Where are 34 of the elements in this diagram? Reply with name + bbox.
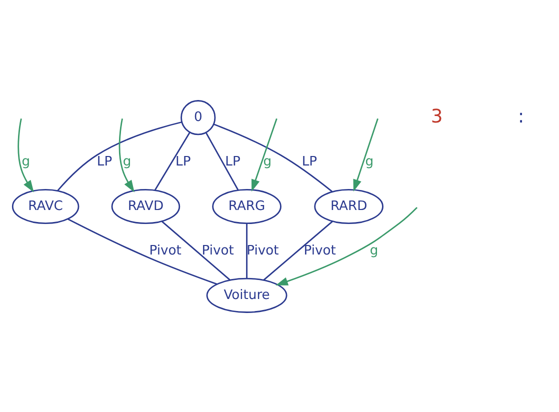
edge-label: LP <box>225 154 240 170</box>
node-ellipse: RAVC <box>12 188 80 224</box>
edge-label: LP <box>302 154 318 170</box>
edge-label: g <box>370 242 378 258</box>
edge-label: Pivot <box>304 242 336 258</box>
arrow <box>353 118 378 192</box>
edge-label: Pivot <box>149 242 182 258</box>
connector <box>68 218 218 284</box>
node-ellipse: RARG <box>212 188 282 224</box>
connector <box>162 220 230 280</box>
connector <box>214 123 333 192</box>
edge-label: g <box>22 154 30 170</box>
node-circle: 0 <box>180 100 216 135</box>
node-ellipse: Voiture <box>206 277 288 312</box>
node-ellipse: RARD <box>314 188 384 224</box>
edge-label: g <box>365 154 374 170</box>
connector <box>246 222 248 278</box>
arrow <box>252 118 278 192</box>
connector <box>154 132 190 190</box>
edge-label: LP <box>176 154 191 170</box>
connector <box>206 132 239 190</box>
edge-label: Pivot <box>202 242 234 258</box>
node-ellipse: RAVD <box>111 188 180 224</box>
arrow <box>276 206 418 285</box>
edge-label: Pivot <box>246 242 279 258</box>
connector <box>263 220 333 280</box>
label: 3 <box>430 106 443 127</box>
arrow <box>118 118 134 192</box>
edge-label: g <box>263 154 272 170</box>
edge-label: LP <box>96 154 112 170</box>
arrow <box>18 118 34 192</box>
connector <box>57 120 182 190</box>
edge-label: g <box>122 154 132 170</box>
label: : <box>518 106 524 127</box>
